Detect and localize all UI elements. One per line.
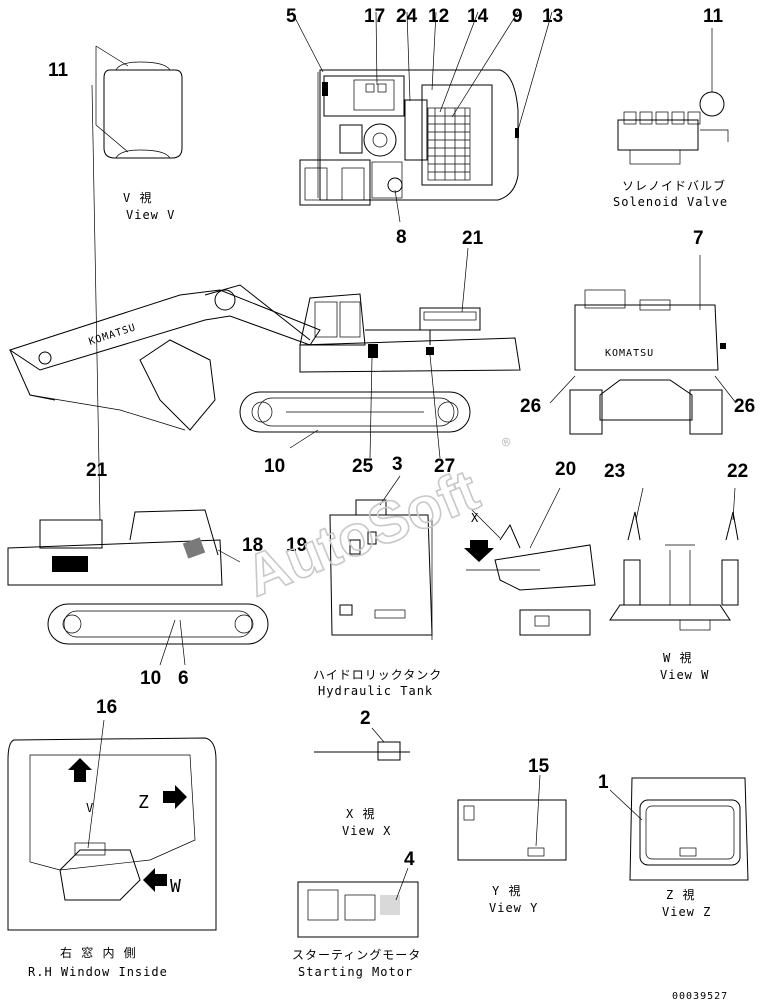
callout-21-side: 21	[462, 228, 484, 249]
rear-brand-text: KOMATSU	[605, 348, 654, 359]
view-letter-x: X	[471, 511, 479, 525]
callout-18: 18	[242, 535, 263, 556]
callout-12: 12	[428, 6, 449, 27]
callout-9: 9	[512, 6, 523, 27]
callout-20: 20	[555, 459, 576, 480]
view-x-caption-en: View X	[342, 824, 391, 838]
view-z-caption-jp: Z 視	[666, 887, 695, 902]
window-caption-en: R.H Window Inside	[28, 965, 168, 979]
watermark-registered: ®	[500, 434, 515, 452]
callout-23: 23	[604, 461, 625, 482]
callout-19: 19	[286, 535, 307, 556]
callout-10-rear: 10	[140, 668, 161, 689]
solenoid-caption-en: Solenoid Valve	[613, 195, 728, 209]
callout-16: 16	[96, 697, 117, 718]
view-letter-z: Z	[138, 792, 150, 813]
callout-10-side: 10	[264, 456, 285, 477]
starting-motor-view: 4 スターティングモータ Starting Motor	[292, 849, 421, 979]
callout-11-solenoid: 11	[703, 6, 724, 27]
callout-17: 17	[364, 6, 385, 27]
starting-caption-en: Starting Motor	[298, 965, 413, 979]
view-v-caption-jp: V 視	[123, 190, 152, 205]
view-letter-w: W	[170, 876, 182, 897]
callout-7: 7	[693, 228, 704, 249]
callout-24: 24	[396, 6, 418, 27]
view-z-detail: 1 Z 視 View Z	[598, 772, 749, 919]
callout-6: 6	[178, 668, 189, 689]
view-w-levers: 23 22 W 視 View W	[604, 461, 748, 682]
boom-brand-text: KOMATSU	[88, 322, 138, 348]
solenoid-valve-view: 11 ソレノイドバルブ Solenoid Valve	[613, 6, 729, 209]
callout-5: 5	[286, 6, 297, 27]
drawing-number: 00039527	[672, 991, 728, 1002]
view-w-caption-jp: W 視	[663, 650, 692, 665]
machine-top-view: 5 17 24 12 14 9 13 8	[286, 6, 563, 248]
callout-13: 13	[542, 6, 563, 27]
callout-25: 25	[352, 456, 374, 477]
view-v-panel: 11 V 視 View V	[48, 45, 183, 222]
operator-seat-view: X 20	[464, 459, 596, 636]
callout-22: 22	[727, 461, 748, 482]
excavator-rear-side-view: 21 18 19 10 6	[7, 84, 307, 689]
hydraulic-tank-view: 3 ハイドロリックタンク Hydraulic Tank	[313, 454, 442, 698]
view-y-detail: 15 Y 視 View Y	[457, 756, 567, 915]
excavator-rear-view: KOMATSU 7 26 26	[520, 228, 755, 435]
watermark-text: AutoSoft	[236, 457, 487, 609]
callout-2: 2	[360, 708, 371, 729]
view-z-caption-en: View Z	[662, 905, 711, 919]
callout-4: 4	[404, 849, 415, 870]
callout-1: 1	[598, 772, 609, 793]
view-v-caption-en: View V	[126, 208, 175, 222]
callout-27: 27	[434, 456, 455, 477]
hydraulic-caption-en: Hydraulic Tank	[318, 684, 433, 698]
view-x-caption-jp: X 視	[346, 806, 375, 821]
rh-window-inside-view: 16 V Z W 右 窓 内 側 R.H Window Inside	[7, 697, 217, 979]
hydraulic-caption-jp: ハイドロリックタンク	[313, 668, 442, 682]
callout-8: 8	[396, 227, 407, 248]
starting-caption-jp: スターティングモータ	[292, 948, 421, 962]
callout-26-left: 26	[520, 396, 541, 417]
callout-11-view-v: 11	[48, 60, 69, 81]
view-w-caption-en: View W	[660, 668, 709, 682]
view-x-detail: 2 X 視 View X	[314, 708, 410, 838]
radiator-grille	[428, 108, 470, 180]
callout-15: 15	[528, 756, 550, 777]
view-y-caption-jp: Y 視	[492, 883, 521, 898]
callout-3: 3	[392, 454, 403, 475]
view-y-caption-en: View Y	[489, 901, 538, 915]
view-letter-v: V	[86, 801, 94, 815]
window-caption-jp: 右 窓 内 側	[60, 945, 137, 960]
callout-14: 14	[467, 6, 489, 27]
solenoid-caption-jp: ソレノイドバルブ	[622, 178, 726, 193]
callout-26-right: 26	[734, 396, 755, 417]
callout-21-rear: 21	[86, 460, 108, 481]
excavator-side-view: KOMATSU 21 10 25 27	[8, 228, 521, 477]
